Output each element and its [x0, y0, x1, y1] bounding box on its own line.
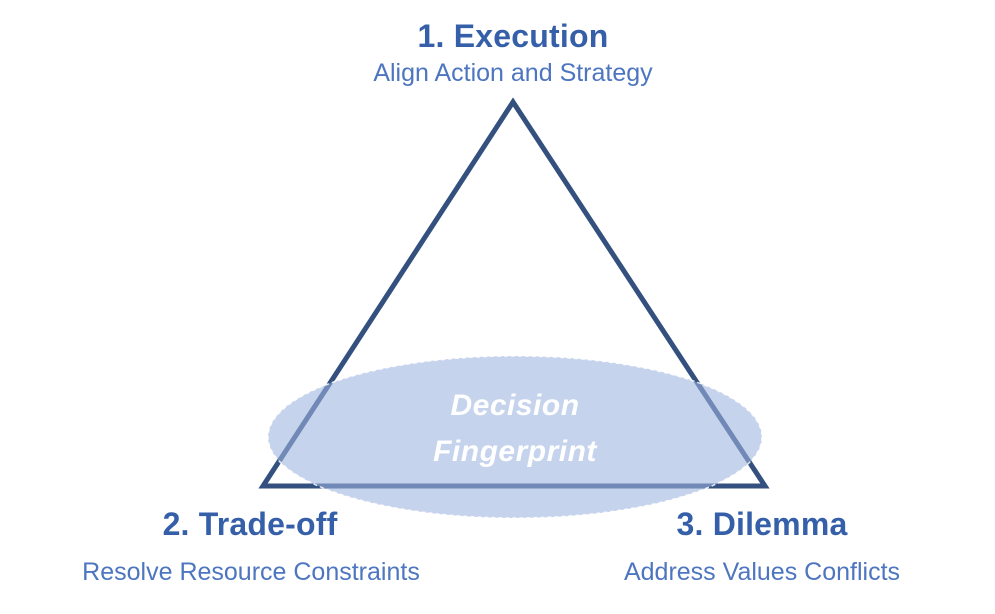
execution-subtitle: Align Action and Strategy [373, 59, 653, 87]
dilemma-subtitle: Address Values Conflicts [623, 558, 901, 586]
trade-off-subtitle: Resolve Resource Constraints [82, 558, 420, 586]
decision-fingerprint-label-line2: Fingerprint [433, 435, 597, 468]
dilemma-title: 3. Dilemma [676, 506, 848, 542]
decision-fingerprint-ellipse [267, 355, 763, 519]
execution-title: 1. Execution [417, 18, 609, 54]
decision-fingerprint-label: Decision Fingerprint [433, 383, 597, 475]
decision-fingerprint-label-line1: Decision [450, 389, 580, 422]
trade-off-title: 2. Trade-off [162, 506, 338, 542]
